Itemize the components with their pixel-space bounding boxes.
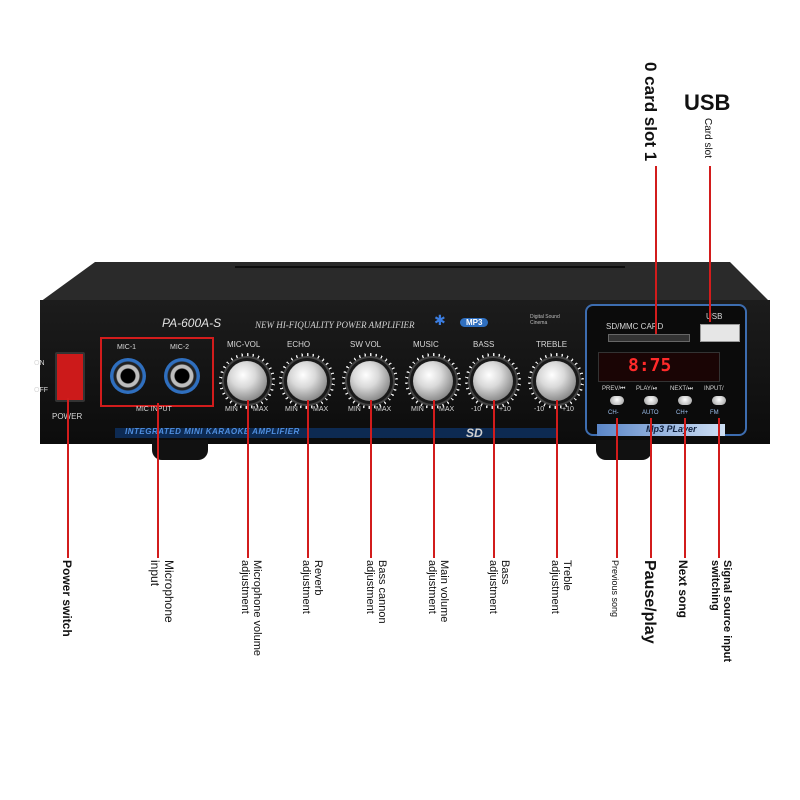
mic1-label: MIC-1 [117, 344, 137, 351]
mp3-button-sub-label: FM [710, 410, 719, 416]
digital-sound-badge: Digital Sound Cinema [530, 314, 560, 326]
callout-line-prev [616, 418, 618, 558]
mp3-button-label: PREV/⏮ [602, 386, 626, 392]
usb-port-label: USB [706, 312, 723, 321]
callout-line-mic-vol [247, 400, 249, 558]
mp3-button-sub-label: AUTO [642, 410, 659, 416]
knob-max-label: MAX [439, 406, 455, 413]
mp3-button-label: PLAY/⏯ [636, 386, 658, 392]
knob-max-label: MAX [313, 406, 329, 413]
callout-line-usb [709, 166, 711, 322]
callout-main-volume: Main volume adjustment [426, 560, 450, 623]
mp3-badge: MP3 [460, 318, 489, 327]
knob-label: MIC-VOL [227, 340, 261, 349]
mp3-button[interactable] [678, 396, 692, 405]
mp3-display-digits: 8:75 [628, 355, 672, 376]
knob-label: TREBLE [536, 340, 568, 349]
bluetooth-icon: ✱ [434, 312, 446, 328]
mic2-label: MIC-2 [170, 344, 190, 351]
callout-line-power [67, 398, 69, 558]
mic2-jack[interactable] [164, 358, 200, 394]
callout-power-switch: Power switch [60, 560, 74, 637]
knob-max-label: MAX [253, 406, 269, 413]
mp3-button-label: INPUT/ [704, 386, 724, 392]
knob-music[interactable] [413, 361, 453, 401]
mp3-button[interactable] [644, 396, 658, 405]
callout-microphone-input: Microphone input [148, 560, 176, 623]
sd-card-slot[interactable] [608, 334, 690, 342]
mp3-button-sub-label: CH+ [676, 410, 689, 416]
mp3-footer-bar [597, 424, 725, 436]
power-switch[interactable] [55, 352, 85, 402]
foot-left [152, 440, 208, 460]
knob-max-label: +10 [562, 406, 574, 413]
bottom-strip-bar [115, 428, 557, 438]
knob-label: SW VOL [350, 340, 382, 349]
callout-bass: Bass adjustment [487, 560, 511, 614]
callout-mic-volume: Microphone volume adjustment [239, 560, 263, 656]
callout-line-treble [556, 400, 558, 558]
knob-min-label: MIN [411, 406, 424, 413]
callout-card-slot: 0 card slot 1 [641, 62, 660, 162]
callout-line-bass [493, 400, 495, 558]
knob-min-label: MIN [348, 406, 361, 413]
mp3-footer-label: Mp3 PLayer [646, 424, 697, 434]
mp3-button[interactable] [610, 396, 624, 405]
callout-line-echo [307, 400, 309, 558]
callout-line-input [718, 418, 720, 558]
knob-label: MUSIC [413, 340, 439, 349]
knob-sw-vol[interactable] [350, 361, 390, 401]
power-on-label: ON [34, 360, 45, 367]
callout-prev-song: Previous song [610, 560, 620, 618]
foot-right [596, 440, 652, 460]
callout-line-card-slot [655, 166, 657, 334]
mic-input-label: MIC INPUT [136, 406, 172, 413]
knob-bass[interactable] [473, 361, 513, 401]
callout-next-song: Next song [676, 560, 690, 619]
knob-min-label: -10 [534, 406, 545, 413]
knob-mic-vol[interactable] [227, 361, 267, 401]
knob-min-label: -10 [471, 406, 482, 413]
callout-line-sw-vol [370, 400, 372, 558]
sd-logo: SD [466, 426, 483, 440]
knob-label: ECHO [287, 340, 311, 349]
usb-port[interactable] [700, 324, 740, 342]
card-slot-label: SD/MMC CARD [606, 322, 664, 331]
callout-pause-play: Pause/play [641, 560, 658, 644]
mp3-button-label: NEXT/⏭ [670, 386, 694, 392]
callout-bass-cannon: Bass cannon adjustment [364, 560, 388, 624]
knob-max-label: +10 [499, 406, 511, 413]
knob-treble[interactable] [536, 361, 576, 401]
amplifier-lid [40, 262, 770, 302]
subtitle-label: NEW HI-FIQUALITY POWER AMPLIFIER [255, 320, 415, 330]
knob-label: BASS [473, 340, 495, 349]
callout-line-music [433, 400, 435, 558]
model-label: PA-600A-S [162, 316, 222, 330]
mp3-button[interactable] [712, 396, 726, 405]
mp3-button-sub-label: CH- [608, 410, 619, 416]
bottom-strip-label: INTEGRATED MINI KARAOKE AMPLIFIER [125, 427, 300, 436]
callout-treble: Treble adjustment [549, 560, 573, 614]
knob-min-label: MIN [285, 406, 298, 413]
knob-max-label: MAX [376, 406, 392, 413]
callout-usb-title: USB [684, 90, 731, 115]
knob-echo[interactable] [287, 361, 327, 401]
callout-line-next [684, 418, 686, 558]
knob-min-label: MIN [225, 406, 238, 413]
power-off-label: OFF [34, 387, 48, 394]
callout-line-mic [157, 403, 159, 558]
mp3-display [598, 352, 720, 382]
callout-reverb: Reverb adjustment [300, 560, 324, 614]
callout-signal-source: Signal source input switching [709, 560, 733, 663]
callout-line-play [650, 418, 652, 558]
callout-usb-sub: Card slot [702, 118, 713, 159]
mic1-jack[interactable] [110, 358, 146, 394]
